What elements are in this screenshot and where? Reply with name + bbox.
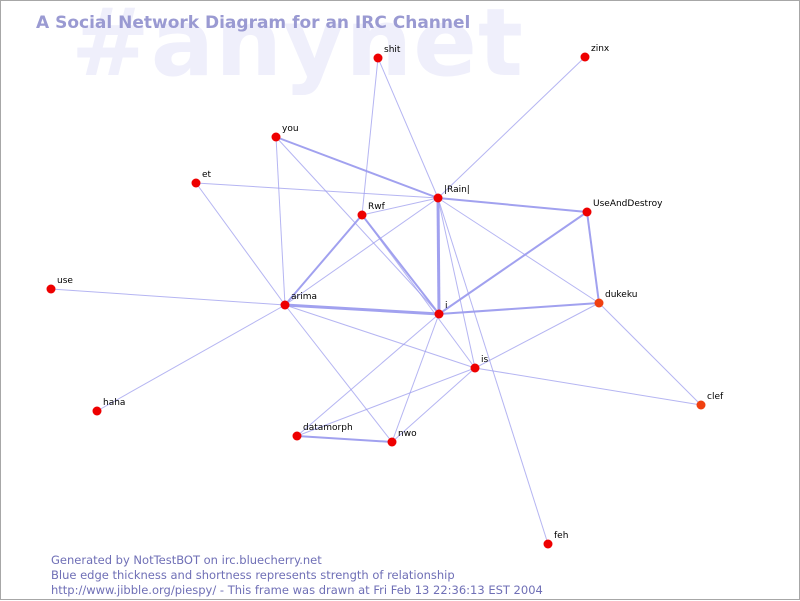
nodes-layer: shit zinx you et |Rain| Rwf UseAndDestroy use ar…: [46, 44, 724, 549]
edge-you-i: [275, 136, 440, 315]
node-dot-arima: [280, 300, 290, 310]
node-nwo: nwo: [387, 429, 417, 447]
edge-arima-i: [284, 303, 440, 316]
node-label-arima: arima: [291, 292, 317, 302]
node-label-is: is: [481, 355, 489, 365]
node-label-shit: shit: [384, 45, 401, 55]
node-dot-clef: [696, 400, 706, 410]
node-label-you: you: [282, 124, 299, 134]
edge-dukeku-clef: [598, 302, 702, 406]
node-label-clef: clef: [707, 392, 724, 402]
edge-dukeku-is: [474, 302, 600, 369]
edge-rwf-arima: [284, 214, 363, 306]
node-you: you: [271, 124, 299, 142]
edge-rwf-i: [361, 214, 440, 315]
footer-generated-by: Generated by NotTestBOT on irc.bluecherr…: [51, 553, 322, 567]
edge-i-dukeku: [438, 302, 600, 315]
edge-is-clef: [474, 367, 702, 406]
footer-timestamp: http://www.jibble.org/piespy/ - This fra…: [51, 583, 543, 597]
node-dot-you: [271, 132, 281, 142]
node-dot-rain: [433, 193, 443, 203]
footer-legend-note: Blue edge thickness and shortness repres…: [51, 568, 455, 582]
node-dot-shit: [373, 53, 383, 63]
node-use: use: [46, 276, 73, 294]
node-clef: clef: [696, 392, 724, 410]
node-dukeku: dukeku: [594, 290, 637, 308]
edge-rain-arima: [284, 197, 439, 306]
footer: Generated by NotTestBOT on irc.bluecherr…: [51, 553, 543, 598]
node-et: et: [191, 170, 212, 188]
edge-et-arima: [195, 182, 286, 306]
node-dot-is: [470, 363, 480, 373]
edge-you-arima: [275, 136, 286, 306]
edge-you-rain: [275, 136, 439, 199]
node-label-rain: |Rain|: [444, 185, 470, 195]
node-label-zinx: zinx: [591, 44, 610, 54]
edge-uad-dukeku: [586, 211, 600, 304]
node-dot-nwo: [387, 437, 397, 447]
edge-arima-is: [284, 304, 476, 369]
edges-layer: [50, 56, 702, 545]
node-label-i: i: [445, 301, 448, 311]
edge-i-datamorph: [296, 313, 440, 437]
node-dot-i: [434, 309, 444, 319]
node-uad: UseAndDestroy: [582, 199, 663, 217]
node-feh: feh: [543, 531, 568, 549]
node-dot-dukeku: [594, 298, 604, 308]
node-dot-feh: [543, 539, 553, 549]
node-label-et: et: [202, 170, 212, 180]
edge-rwf-rain: [361, 197, 439, 216]
edge-rwf-is: [361, 214, 476, 369]
node-label-datamorph: datamorph: [303, 423, 353, 433]
edge-shit-rain: [377, 57, 439, 199]
node-label-rwf: Rwf: [368, 202, 386, 212]
channel-watermark: #anynet: [71, 0, 524, 98]
edge-use-arima: [50, 288, 286, 306]
edge-arima-nwo: [284, 304, 393, 443]
edge-is-nwo: [391, 367, 476, 443]
node-arima: arima: [280, 292, 317, 310]
edge-rain-i: [436, 197, 441, 315]
edge-rain-is: [437, 197, 476, 369]
edge-is-datamorph: [296, 367, 476, 437]
node-shit: shit: [373, 45, 401, 63]
node-haha: haha: [92, 398, 125, 416]
node-dot-et: [191, 178, 201, 188]
node-label-use: use: [57, 276, 73, 286]
node-is: is: [470, 355, 489, 373]
edge-shit-rwf: [361, 57, 379, 216]
node-label-haha: haha: [103, 398, 125, 408]
node-label-nwo: nwo: [398, 429, 417, 439]
node-dot-rwf: [357, 210, 367, 220]
node-dot-uad: [582, 207, 592, 217]
node-rwf: Rwf: [357, 202, 386, 220]
node-dot-use: [46, 284, 56, 294]
node-rain: |Rain|: [433, 185, 470, 203]
node-zinx: zinx: [580, 44, 610, 62]
node-dot-haha: [92, 406, 102, 416]
edge-datamorph-nwo: [296, 435, 393, 443]
edge-uad-i: [438, 211, 588, 315]
node-datamorph: datamorph: [292, 423, 353, 441]
node-label-dukeku: dukeku: [605, 290, 637, 300]
edge-rain-dukeku: [437, 197, 600, 304]
edge-i-nwo: [391, 313, 440, 443]
node-label-feh: feh: [554, 531, 568, 541]
node-label-uad: UseAndDestroy: [593, 199, 663, 209]
edge-et-rain: [195, 182, 439, 199]
edge-zinx-rain: [437, 56, 586, 199]
edge-rain-uad: [437, 197, 588, 213]
diagram-title: A Social Network Diagram for an IRC Chan…: [36, 13, 471, 33]
edge-arima-haha: [96, 304, 286, 412]
node-i: i: [434, 301, 448, 319]
node-dot-zinx: [580, 52, 590, 62]
node-dot-datamorph: [292, 431, 302, 441]
